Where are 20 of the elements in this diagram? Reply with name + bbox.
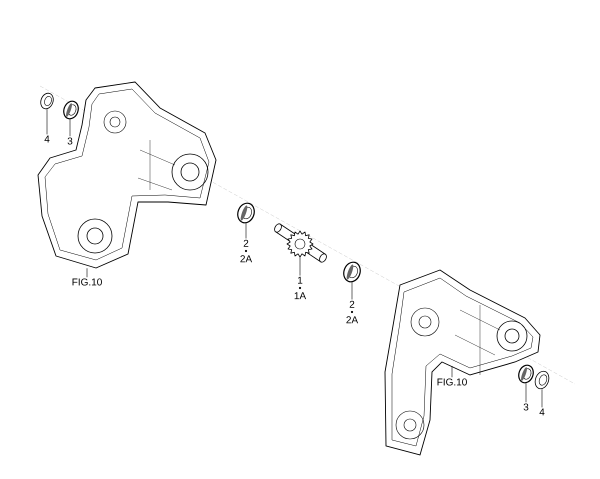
seal-drawing: [40, 92, 54, 110]
callout-number: 4: [44, 136, 50, 142]
seal-drawing: [534, 370, 550, 390]
callout-number: FIG.10: [438, 378, 467, 386]
callout-number: 2 2A: [346, 300, 358, 324]
callout-number: 1 1A: [294, 276, 306, 300]
callout-number: FIG.10: [72, 278, 102, 286]
gear-case-drawing: [38, 82, 216, 268]
callout-number: 3: [68, 137, 72, 145]
bearing-drawing: [237, 202, 255, 224]
gear-case-drawing: [384, 270, 540, 456]
seal-drawing: [518, 364, 534, 384]
callout-number: 3: [524, 403, 528, 411]
callout-number: 4: [539, 408, 544, 416]
bearing-drawing: [343, 262, 361, 282]
seal-drawing: [63, 100, 79, 120]
leader-line: [46, 108, 48, 135]
leader-line: [86, 268, 88, 278]
gear-shaft-drawing: [274, 223, 327, 263]
callout-number: 2 2A: [240, 240, 252, 262]
